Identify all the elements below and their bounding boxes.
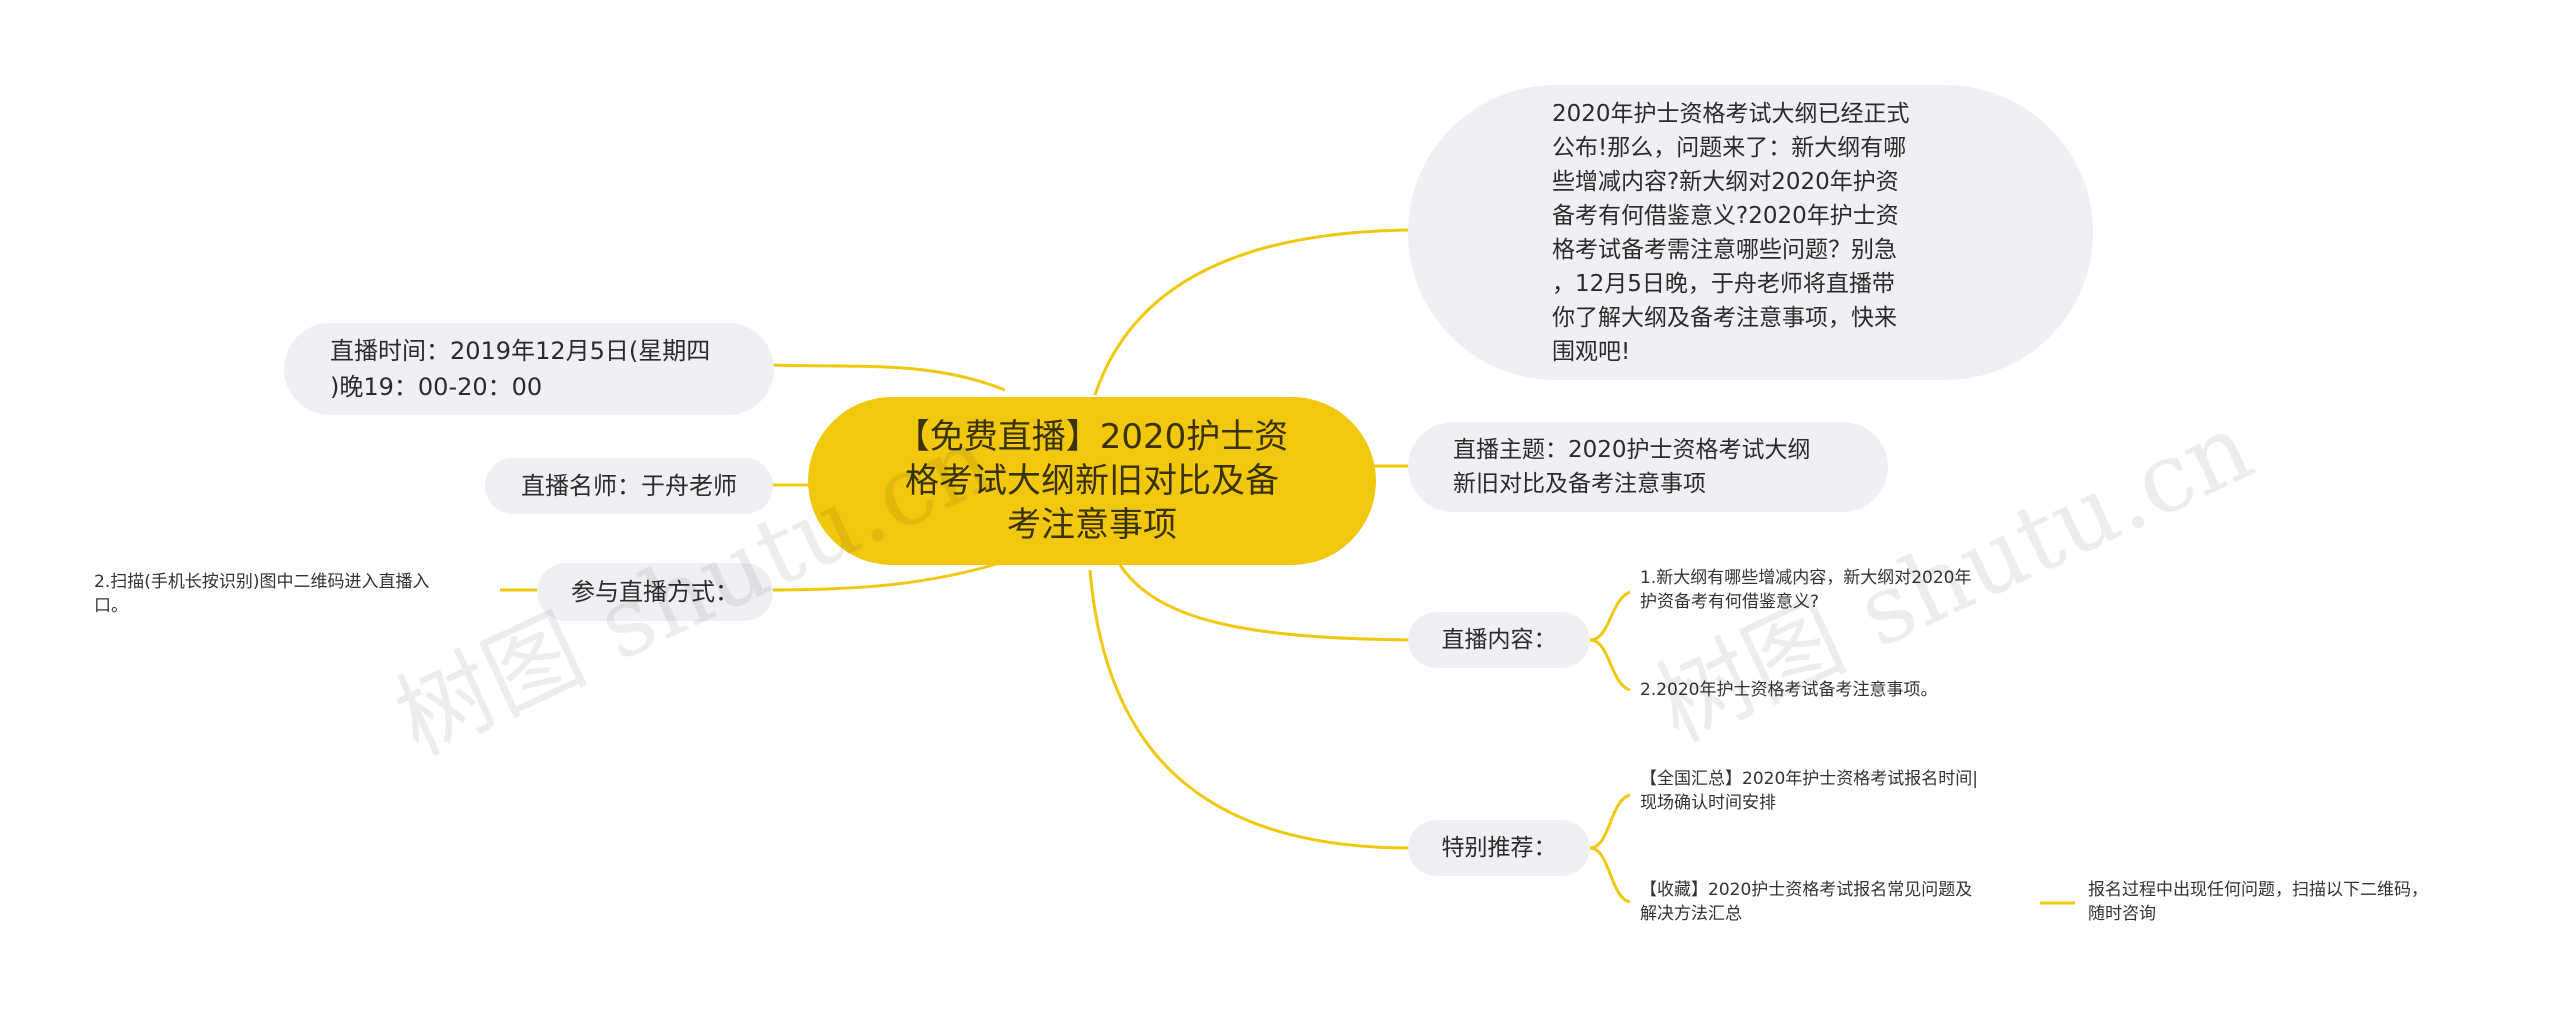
- join-detail-text: 2.扫描(手机长按识别)图中二维码进入直播入 口。: [94, 572, 430, 616]
- recommend-label: 特别推荐：: [1441, 835, 1557, 861]
- teacher-label: 直播名师：于舟老师: [521, 472, 737, 500]
- join-method-label: 参与直播方式：: [571, 578, 739, 606]
- branch-intro[interactable]: 2020年护士资格考试大纲已经正式 公布!那么，问题来了：新大纲有哪 些增减内容…: [1408, 85, 2093, 380]
- intro-text: 2020年护士资格考试大纲已经正式 公布!那么，问题来了：新大纲有哪 些增减内容…: [1552, 100, 1910, 365]
- root-topic[interactable]: 【免费直播】2020护士资 格考试大纲新旧对比及备 考注意事项: [808, 397, 1376, 565]
- branch-teacher[interactable]: 直播名师：于舟老师: [485, 458, 773, 514]
- link-root-time: [769, 363, 1006, 392]
- theme-label: 直播主题：2020护士资格考试大纲 新旧对比及备考注意事项: [1453, 437, 1811, 497]
- link-content-items: [1589, 590, 1631, 692]
- link-root-recommend: [1088, 569, 1411, 850]
- content-item: 2.2020年护士资格考试备考注意事项。: [1640, 680, 1938, 700]
- link-root-join: [769, 558, 1011, 592]
- link-recommend-items: [1589, 793, 1631, 904]
- recommend-item[interactable]: 【收藏】2020护士资格考试报名常见问题及 解决方法汇总: [1640, 880, 1973, 924]
- content-label: 直播内容：: [1441, 627, 1557, 653]
- branch-join-method[interactable]: 参与直播方式：: [537, 563, 773, 621]
- recommend-sub-text: 报名过程中出现任何问题，扫描以下二维码， 随时咨询: [2088, 880, 2428, 924]
- live-time-label: 直播时间：2019年12月5日(星期四 )晚19：00-20：00: [330, 337, 711, 401]
- branch-content[interactable]: 直播内容：: [1408, 612, 1590, 668]
- content-item: 1.新大纲有哪些增减内容，新大纲对2020年 护资备考有何借鉴意义?: [1640, 568, 1972, 612]
- root-topic-label: 【免费直播】2020护士资 格考试大纲新旧对比及备 考注意事项: [895, 417, 1289, 545]
- branch-live-time[interactable]: 直播时间：2019年12月5日(星期四 )晚19：00-20：00: [284, 323, 774, 415]
- link-root-content: [1118, 564, 1411, 642]
- recommend-item[interactable]: 【全国汇总】2020年护士资格考试报名时间| 现场确认时间安排: [1640, 769, 1978, 813]
- link-root-intro: [1093, 228, 1411, 396]
- branch-theme[interactable]: 直播主题：2020护士资格考试大纲 新旧对比及备考注意事项: [1408, 422, 1888, 512]
- branch-recommend[interactable]: 特别推荐：: [1408, 820, 1590, 876]
